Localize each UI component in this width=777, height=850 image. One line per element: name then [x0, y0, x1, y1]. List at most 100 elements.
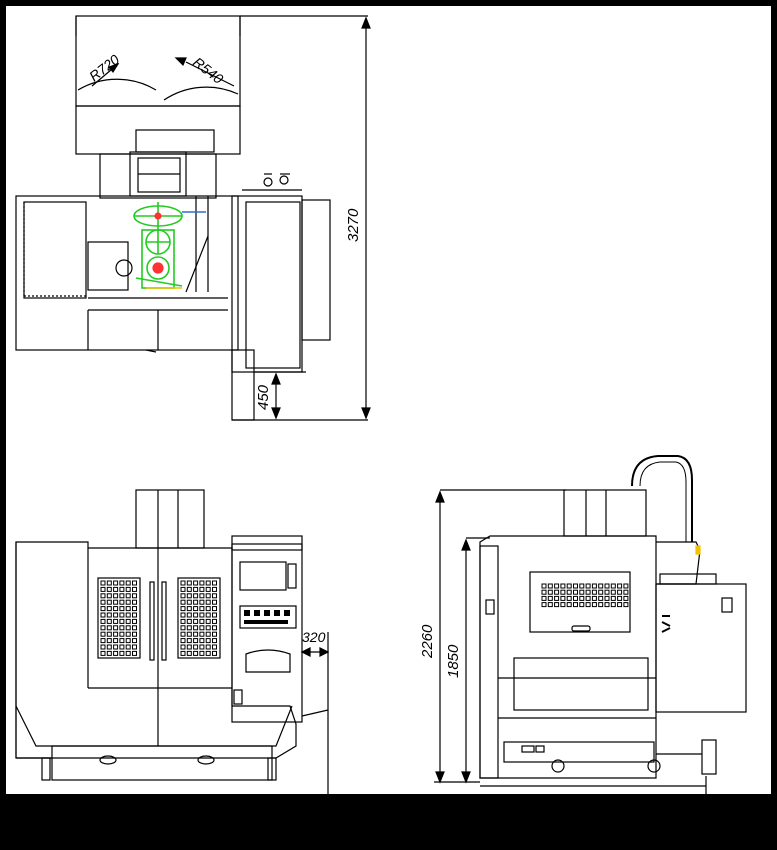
- vent-cell: [119, 586, 125, 592]
- vent-cell: [100, 618, 106, 624]
- vent-cell: [125, 599, 131, 605]
- side-view: [434, 455, 747, 794]
- vent-cell: [125, 612, 131, 618]
- vent-cell: [132, 650, 137, 656]
- vent-cell: [579, 595, 585, 601]
- vent-cell: [132, 606, 137, 612]
- vent-cell: [212, 644, 217, 650]
- vent-cell: [212, 586, 217, 592]
- vent-cell: [186, 631, 192, 637]
- vent-cell: [566, 595, 572, 601]
- coolant-pipe: [631, 455, 693, 542]
- vent-cell: [212, 612, 217, 618]
- vent-cell: [560, 602, 566, 608]
- vent-cell: [106, 612, 112, 618]
- vent-cell: [212, 638, 217, 644]
- vent-cell: [100, 606, 106, 612]
- vent-cell: [106, 650, 112, 656]
- vent-cell: [186, 586, 192, 592]
- vent-cell: [199, 650, 205, 656]
- vent-cell: [106, 638, 112, 644]
- vent-cell: [212, 618, 217, 624]
- vent-cell: [132, 580, 137, 586]
- vent-cell: [193, 580, 199, 586]
- vent-cell: [119, 593, 125, 599]
- vent-cell: [212, 625, 217, 631]
- vent-cell: [186, 580, 192, 586]
- vent-cell: [180, 631, 186, 637]
- vent-cell: [617, 602, 623, 608]
- vent-cell: [617, 589, 623, 595]
- offset-label-450: 450: [255, 384, 272, 410]
- vent-cell: [193, 650, 199, 656]
- vent-cell: [604, 595, 610, 601]
- vent-cell: [598, 583, 604, 589]
- width-label-2200: 2200: [137, 791, 169, 794]
- vent-cell: [113, 586, 119, 592]
- vent-cell: [119, 631, 125, 637]
- vent-cell: [610, 589, 616, 595]
- vent-cell: [119, 612, 125, 618]
- vent-cell: [180, 650, 186, 656]
- vent-cell: [100, 599, 106, 605]
- vent-cell: [100, 625, 106, 631]
- vent-cell: [113, 593, 119, 599]
- vent-cell: [186, 606, 192, 612]
- vent-cell: [623, 583, 629, 589]
- vent-cell: [119, 618, 125, 624]
- vent-cell: [132, 638, 137, 644]
- vent-cell: [100, 612, 106, 618]
- vent-cell: [579, 602, 585, 608]
- vent-cell: [199, 644, 205, 650]
- vent-cell: [113, 612, 119, 618]
- vent-cell: [132, 612, 137, 618]
- vent-cell: [591, 602, 597, 608]
- vent-cell: [199, 599, 205, 605]
- vent-cell: [560, 595, 566, 601]
- side-column: [563, 489, 647, 537]
- vent-cell: [547, 583, 553, 589]
- vent-cell: [180, 612, 186, 618]
- vent-cell: [554, 595, 560, 601]
- vent-cell: [125, 606, 131, 612]
- vent-cell: [180, 618, 186, 624]
- door-window-left: [97, 577, 141, 659]
- front-enclosure: [15, 541, 297, 759]
- vent-cell: [106, 580, 112, 586]
- vent-cell: [100, 586, 106, 592]
- vent-cell: [113, 650, 119, 656]
- vent-cell: [193, 618, 199, 624]
- vent-cell: [125, 618, 131, 624]
- vent-cell: [199, 593, 205, 599]
- vent-cell: [205, 625, 211, 631]
- vent-cell: [617, 595, 623, 601]
- vent-cell: [186, 644, 192, 650]
- vent-cell: [186, 599, 192, 605]
- offset-label-320: 320: [302, 629, 326, 645]
- vent-cell: [610, 583, 616, 589]
- top-view: [15, 15, 371, 421]
- door-arc-left: [77, 78, 157, 91]
- vent-cell: [113, 606, 119, 612]
- vent-cell: [193, 599, 199, 605]
- vent-cell: [598, 595, 604, 601]
- control-panel: [231, 535, 303, 723]
- vent-cell: [193, 612, 199, 618]
- vent-cell: [585, 589, 591, 595]
- vent-cell: [585, 595, 591, 601]
- vent-cell: [604, 602, 610, 608]
- vent-cell: [554, 589, 560, 595]
- vent-cell: [205, 586, 211, 592]
- vent-cell: [585, 602, 591, 608]
- vent-cell: [180, 586, 186, 592]
- door-window-right: [177, 577, 221, 659]
- vent-cell: [113, 599, 119, 605]
- vent-cell: [585, 583, 591, 589]
- vent-cell: [205, 593, 211, 599]
- vent-cell: [554, 602, 560, 608]
- vent-cell: [180, 599, 186, 605]
- vent-cell: [199, 612, 205, 618]
- control-hand-rest: [245, 649, 291, 673]
- vent-cell: [623, 602, 629, 608]
- vent-cell: [119, 650, 125, 656]
